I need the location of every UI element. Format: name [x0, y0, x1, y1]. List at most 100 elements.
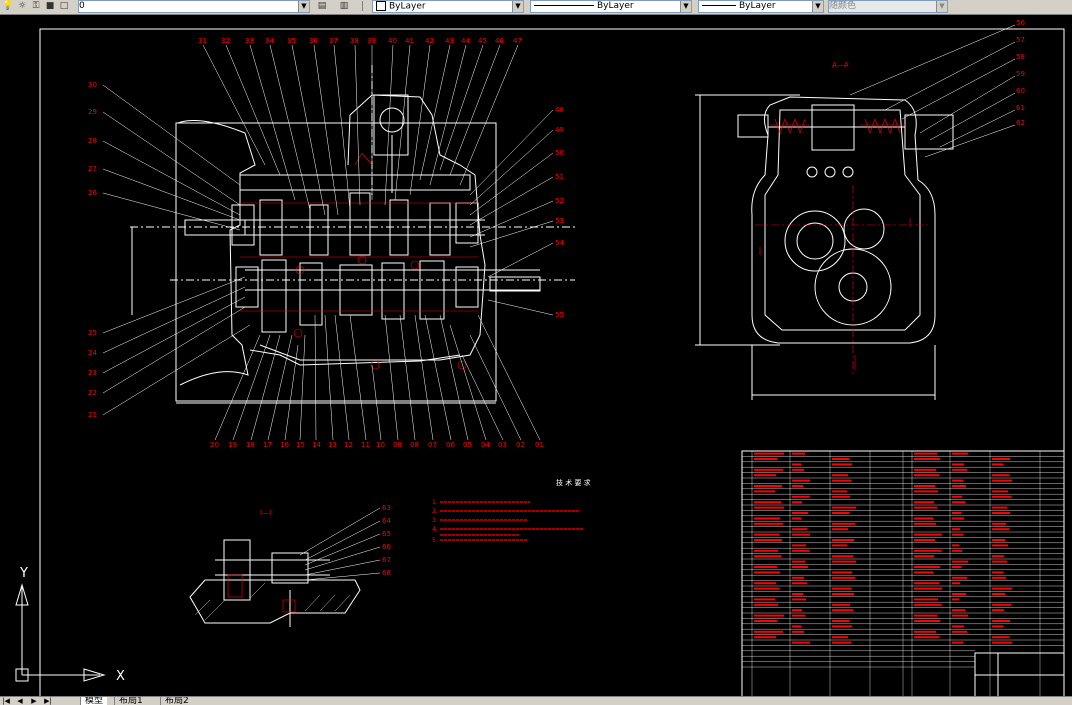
callout: 08 — [410, 441, 419, 449]
note-number: 1. — [432, 499, 438, 506]
callout: 33 — [245, 37, 254, 45]
parts-entry-mark — [754, 539, 782, 541]
bottom-cover — [249, 349, 461, 366]
parts-entry-mark — [952, 582, 960, 585]
callout: 25 — [88, 329, 97, 337]
bearing — [455, 266, 479, 308]
chevron-down-icon[interactable]: ▼ — [298, 1, 309, 12]
parts-entry-mark — [754, 506, 784, 509]
linetype-dropdown[interactable]: ByLayer ▼ — [530, 0, 692, 13]
callout: 61 — [1016, 104, 1025, 112]
callout: 57 — [1016, 36, 1025, 44]
parts-entry-mark — [914, 549, 941, 552]
parts-entry-mark — [952, 641, 963, 644]
bearing — [235, 266, 259, 308]
parts-entry-mark — [914, 485, 935, 487]
parts-entry-mark — [992, 544, 1008, 547]
parts-entry-mark — [952, 468, 967, 471]
detail-label: I—I — [260, 509, 271, 517]
callout: 58 — [1016, 53, 1025, 61]
detail-callouts: 63 64 65 66 67 68 I—I — [260, 504, 391, 577]
callout: 18 — [246, 441, 255, 449]
parts-entry-mark — [754, 468, 783, 471]
first-tab-icon[interactable]: |◀ — [2, 697, 10, 705]
detail-hatching — [194, 582, 351, 621]
parts-entry-mark — [992, 522, 1006, 525]
parts-entry-mark — [992, 490, 1008, 493]
callout: 39 — [367, 37, 376, 45]
side-view-gear-large — [784, 210, 846, 272]
parts-entry-mark — [792, 598, 806, 601]
callout: 56 — [1016, 19, 1025, 27]
layer-dropdown[interactable]: 0 ▼ — [78, 0, 310, 13]
parts-entry-mark — [992, 609, 1004, 612]
tab-layout1[interactable]: 布局1 — [114, 697, 147, 705]
callout: 36 — [309, 37, 318, 45]
parts-entry-mark — [952, 479, 963, 482]
parts-entry-mark — [754, 630, 783, 633]
side-view-inner — [764, 109, 921, 331]
callout: 14 — [312, 441, 321, 449]
tab-model[interactable]: 模型 — [80, 697, 108, 705]
parts-entry-mark — [754, 501, 781, 504]
gear — [309, 204, 329, 256]
chevron-down-icon[interactable]: ▼ — [812, 1, 823, 12]
parts-entry-mark — [832, 555, 853, 558]
drawing-canvas[interactable]: 31 32 33 34 35 36 37 38 39 40 41 42 43 4… — [0, 15, 1072, 702]
chevron-down-icon[interactable]: ▼ — [680, 1, 691, 12]
callout: 63 — [382, 504, 391, 512]
callout: 46 — [495, 37, 504, 45]
parts-entry-mark — [832, 528, 848, 531]
callout: 26 — [88, 189, 97, 197]
next-tab-icon[interactable]: ▶ — [31, 697, 37, 705]
parts-entry-mark — [914, 501, 934, 504]
parts-entry-mark — [792, 479, 810, 482]
parts-entry-mark — [992, 560, 1007, 563]
bearing — [455, 202, 479, 244]
detail-base — [189, 579, 361, 624]
parts-entry-mark — [992, 506, 1007, 509]
callout: 47 — [513, 37, 522, 45]
ucs-icon — [15, 583, 106, 682]
layer-value: 0 — [79, 1, 85, 11]
parts-entry-mark — [792, 528, 807, 531]
last-tab-icon[interactable]: ▶| — [44, 697, 52, 705]
prev-tab-icon[interactable]: ◀ — [17, 697, 23, 705]
tab-layout2[interactable]: 布局2 — [160, 697, 193, 705]
shift-lever-pivot — [379, 107, 405, 133]
parts-entry-mark — [952, 517, 964, 520]
sun-icon[interactable]: ☼ — [17, 1, 27, 11]
color-dropdown[interactable]: ByLayer ▼ — [372, 0, 524, 13]
white-square-icon[interactable]: □ — [59, 1, 69, 11]
main-section-view — [130, 65, 575, 404]
callout: 49 — [555, 126, 564, 134]
ucs-x-label: X — [116, 669, 125, 684]
callout: 62 — [1016, 119, 1025, 127]
callout: 16 — [280, 441, 289, 449]
parts-entry-mark — [832, 576, 855, 579]
parts-entry-mark — [992, 512, 1010, 514]
parts-entry-mark — [952, 630, 967, 633]
parts-entry-mark — [832, 609, 853, 612]
side-view-right-boss — [904, 114, 954, 150]
color-square-icon[interactable]: ■ — [45, 1, 55, 11]
side-view-red-details — [755, 118, 930, 375]
gear — [381, 262, 405, 320]
lineweight-dropdown[interactable]: ByLayer ▼ — [698, 0, 824, 13]
parts-entry-mark — [952, 485, 966, 487]
layer-previous-icon[interactable]: ▥ — [339, 1, 349, 11]
chevron-down-icon[interactable]: ▼ — [512, 1, 523, 12]
lock-icon[interactable]: ⚿ — [32, 1, 40, 11]
lightbulb-icon[interactable]: 💡 — [2, 1, 14, 11]
callout: 09 — [393, 441, 402, 449]
callout: 48 — [555, 106, 564, 114]
callout: 66 — [382, 543, 391, 551]
detail-block — [271, 552, 309, 584]
parts-entry-mark — [792, 576, 804, 579]
detail-red — [227, 574, 296, 613]
make-current-layer-icon[interactable]: ▤ — [317, 1, 327, 11]
linetype-swatch — [534, 5, 594, 6]
parts-entry-mark — [754, 555, 781, 558]
parts-entry-mark — [832, 593, 854, 595]
parts-entry-mark — [792, 495, 809, 498]
